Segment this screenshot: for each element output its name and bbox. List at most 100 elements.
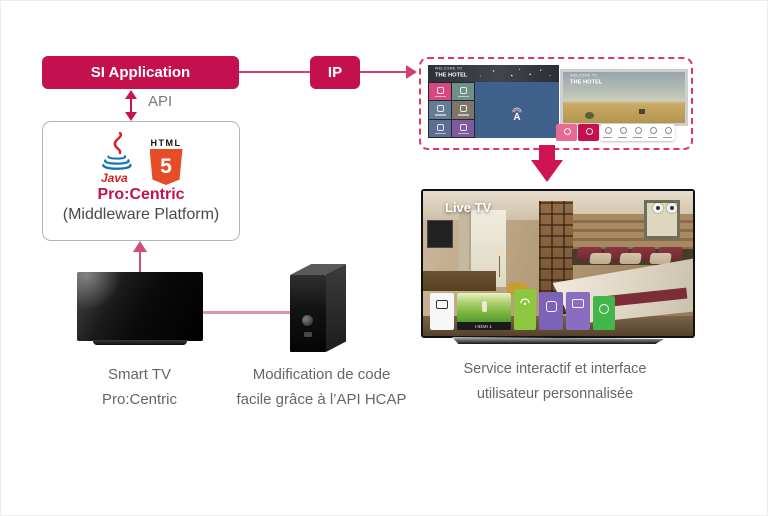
server-caption-line1: Modification de code [252, 366, 391, 383]
service-caption: Service interactif et interface utilisat… [427, 357, 683, 407]
smart-tv-stand [93, 340, 187, 345]
server-illustration [290, 264, 346, 352]
app-button [660, 124, 675, 141]
painting-shrub [584, 111, 594, 119]
hdmi-preview-image [457, 293, 511, 322]
app-button-strip [600, 124, 675, 141]
big-tv-illustration: Live TV HDM [421, 189, 695, 344]
room-lamp-stem [499, 256, 501, 277]
ip-node: IP [310, 56, 360, 89]
smart-tv-caption-line2: Pro:Centric [101, 391, 178, 408]
app-button [630, 124, 645, 141]
menu-tile [429, 83, 451, 101]
welcome-small-text: WELCOME TO [570, 74, 598, 78]
app-square-icon [545, 301, 557, 312]
room-pillow [619, 253, 642, 264]
hotel-art-welcome: WELCOME TO THE HOTEL [570, 74, 602, 86]
smart-tv-caption-line1: Smart TV [107, 366, 172, 383]
api-label: API [148, 93, 173, 110]
menu-tile [452, 119, 474, 137]
app-button-highlighted [556, 124, 577, 141]
room-wall-tv [427, 220, 454, 249]
connector-tv-to-middleware [139, 251, 141, 276]
menu-tile [452, 101, 474, 119]
app-button [645, 124, 660, 141]
middleware-platform-subtitle: (Middleware Platform) [62, 206, 220, 223]
app-button [615, 124, 630, 141]
arrow-up-tip [125, 90, 137, 99]
settings-icon [667, 203, 677, 213]
room-pillow [589, 253, 613, 264]
html5-logo-icon: HTML 5 [148, 138, 184, 185]
screen-controls [653, 203, 677, 213]
api-double-arrow-icon [124, 90, 138, 121]
server-side-face [326, 264, 346, 352]
html5-shield: 5 [149, 149, 183, 185]
service-caption-line1: Service interactif et interface [463, 361, 647, 377]
apps-tile [539, 292, 563, 330]
hotel-home-body: A [428, 82, 559, 138]
ip-label: IP [327, 64, 343, 81]
tv-icon [572, 299, 584, 308]
smart-tv-screen [77, 272, 203, 341]
live-tv-badge: Live TV [445, 200, 492, 215]
smart-tv-illustration [77, 272, 203, 345]
si-application-label: SI Application [90, 64, 191, 81]
server-drive-bays [293, 279, 323, 306]
arrow-line [130, 99, 132, 112]
logo-row: Java HTML 5 [98, 131, 184, 185]
room-curtain [459, 208, 469, 290]
service-caption-line2: utilisateur personnalisée [476, 386, 634, 402]
hotel-art-app-row [556, 124, 675, 141]
hdmi-label-text: HDMI 1 [475, 323, 493, 329]
big-tv-frame: Live TV HDM [421, 189, 695, 338]
menu-tile [429, 119, 451, 137]
server-top-face [290, 264, 346, 275]
connector-si-to-ip [239, 71, 310, 73]
launcher-app-row: HDMI 1 [430, 289, 615, 330]
server-caption-line2: facile grâce à l’API HCAP [236, 391, 407, 408]
welcome-small-text: WELCOME TO [435, 67, 463, 71]
menu-tile [429, 101, 451, 119]
circle-icon [599, 304, 609, 314]
down-arrow-icon [531, 160, 563, 182]
hdmi-preview-tile: HDMI 1 [457, 293, 511, 330]
app-button [600, 124, 615, 141]
live-tv-app-tile [514, 289, 536, 330]
tv-icon [436, 300, 448, 309]
room-pillow [649, 253, 672, 264]
connector-tv-to-server [203, 311, 291, 314]
painting-cart [638, 108, 645, 114]
antenna-panel: A [475, 82, 559, 138]
media-tile [566, 292, 590, 330]
hotel-art-screen: WELCOME TO THE HOTEL [560, 69, 688, 126]
menu-tile [452, 83, 474, 101]
java-cup-graphic [102, 131, 132, 170]
html5-wordmark: HTML [150, 138, 182, 148]
java-logo-icon: Java [98, 131, 136, 185]
procentric-title: Pro:Centric [97, 186, 185, 203]
si-application-node: SI Application [42, 56, 239, 89]
smart-tv-caption: Smart TV Pro:Centric [57, 362, 222, 412]
antenna-icon [512, 107, 522, 114]
big-tv-screen: Live TV HDM [423, 191, 693, 336]
up-arrow-icon [133, 241, 147, 252]
java-wordmark: Java [101, 171, 128, 185]
hotel-home-welcome: WELCOME TO THE HOTEL [435, 67, 467, 79]
welcome-title-text: THE HOTEL [570, 78, 603, 85]
server-button [304, 332, 312, 337]
welcome-title-text: THE HOTEL [435, 71, 468, 78]
back-icon [653, 203, 663, 213]
server-caption: Modification de code facile grâce à l’AP… [224, 362, 419, 412]
right-arrow-icon [406, 65, 417, 79]
recent-app-tile [430, 293, 454, 330]
down-arrow-shaft [539, 145, 555, 160]
procentric-middleware-box: Java HTML 5 Pro:Centric (Middleware Plat… [42, 121, 240, 241]
hotel-home-tile-grid [428, 82, 475, 138]
hdmi-label: HDMI 1 [457, 322, 511, 330]
html5-number: 5 [160, 155, 172, 178]
server-knob [302, 315, 313, 326]
guide-tile [593, 296, 615, 330]
antenna-letter: A [513, 111, 521, 123]
